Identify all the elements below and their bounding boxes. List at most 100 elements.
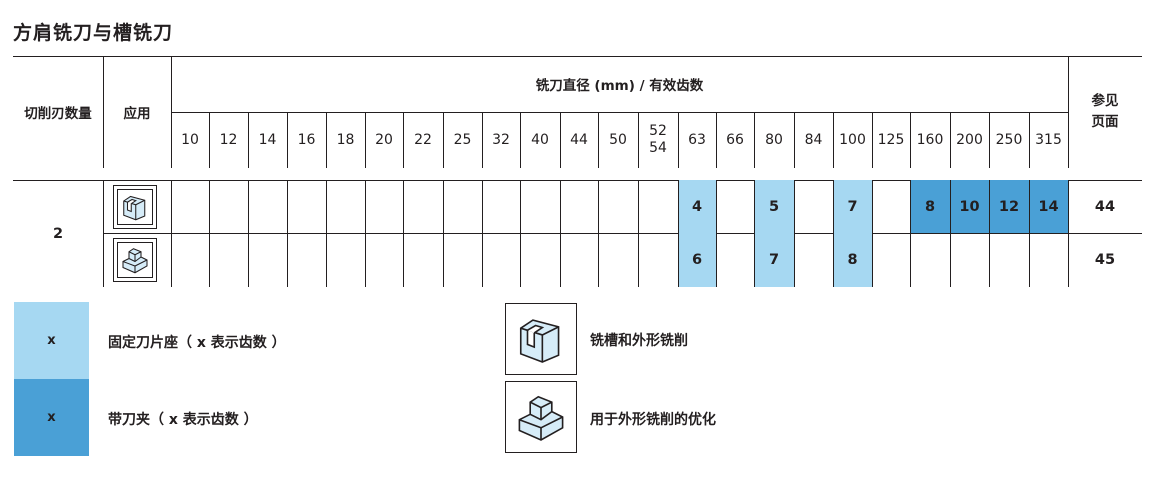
cutting-edges-value: 2: [52, 225, 64, 242]
data-col-divider: [872, 180, 873, 287]
size-header-cell: 10: [181, 131, 199, 148]
teeth-cell-fill: [989, 180, 1029, 233]
data-col-divider: [989, 180, 990, 287]
data-top-border: [13, 180, 1142, 181]
header-col-divider: [171, 56, 172, 168]
size-col-divider: [326, 112, 327, 168]
application-icon-box: [113, 238, 157, 282]
data-col-divider: [287, 180, 288, 287]
size-header-cell: 44: [570, 131, 588, 148]
data-col-divider: [794, 180, 795, 287]
legend-fixed-seat-swatch: x: [14, 302, 89, 379]
size-col-divider: [482, 112, 483, 168]
size-col-divider: [365, 112, 366, 168]
teeth-count-cell: 10: [959, 198, 980, 215]
header-reference-page: 参见页面: [1068, 56, 1142, 168]
application-icon-inner: [117, 242, 153, 278]
header-cutting-edges: 切削刃数量: [24, 106, 92, 122]
teeth-count-cell: 8: [924, 198, 936, 215]
size-header-cell: 12: [219, 131, 238, 148]
size-col-divider: [403, 112, 404, 168]
data-col-divider: [520, 180, 521, 287]
size-header-cell: 160: [916, 131, 944, 148]
size-header-cell: 32: [492, 131, 510, 148]
teeth-cell-fill: [1029, 180, 1068, 233]
size-header-cell: 63: [688, 131, 706, 148]
size-col-divider: [1029, 112, 1030, 168]
size-header-cell: 125: [877, 131, 905, 148]
data-col-divider: [754, 180, 755, 287]
size-col-divider: [989, 112, 990, 168]
size-header-cell: 84: [804, 131, 823, 148]
size-header-cell: 14: [258, 131, 277, 148]
size-col-divider: [638, 112, 639, 168]
legend-slot-profile-icon-box: [505, 303, 577, 375]
profile-milling-icon: [518, 395, 564, 441]
size-col-divider: [678, 112, 679, 168]
data-col-divider: [910, 180, 911, 287]
header-col-divider: [1068, 56, 1069, 168]
teeth-cell-fill: [833, 180, 872, 233]
size-col-divider: [520, 112, 521, 168]
data-col-divider: [326, 180, 327, 287]
teeth-cell-fill: [754, 180, 794, 233]
size-header-cell: 25: [453, 131, 472, 148]
legend-fixed-seat-label: 固定刀片座（ x 表示齿数 ）: [108, 335, 286, 351]
data-col-divider: [950, 180, 951, 287]
teeth-count-cell: 4: [691, 198, 703, 215]
size-header-cell: 200: [956, 131, 983, 148]
size-header-cell: 80: [765, 131, 783, 148]
size-col-divider: [754, 112, 755, 168]
data-col-divider: [638, 180, 639, 287]
size-header-cell: 16: [297, 131, 316, 148]
teeth-cell-fill: [678, 180, 716, 233]
legend-cartridge-label: 带刀夹（ x 表示齿数 ）: [108, 412, 258, 428]
data-col-divider: [248, 180, 249, 287]
legend-cartridge-swatch: x: [14, 379, 89, 456]
data-col-divider: [365, 180, 366, 287]
teeth-cell-fill: [678, 233, 716, 287]
size-header-cell: 100: [839, 131, 866, 148]
size-col-divider: [560, 112, 561, 168]
data-col-divider: [103, 180, 104, 287]
header-application: 应用: [123, 106, 151, 122]
data-col-divider: [443, 180, 444, 287]
data-col-divider: [833, 180, 834, 287]
teeth-cell-fill: [950, 180, 989, 233]
teeth-count-cell: 5: [768, 198, 780, 215]
data-col-divider: [1029, 180, 1030, 287]
page-title: 方肩铣刀与槽铣刀: [13, 22, 174, 44]
data-col-divider: [1068, 180, 1069, 287]
data-col-divider: [403, 180, 404, 287]
profile-milling-icon: [122, 248, 148, 274]
data-col-divider: [598, 180, 599, 287]
shoulder-slot-milling-icon: [123, 195, 146, 220]
shoulder-slot-milling-icon: [519, 319, 560, 363]
reference-page-cell: 45: [1094, 252, 1116, 268]
size-header-cell: 52 54: [649, 123, 667, 156]
header-reference-line1: 参见: [1091, 93, 1119, 109]
size-col-divider: [794, 112, 795, 168]
size-header-cell: 250: [995, 131, 1023, 148]
size-header-cell: 66: [726, 131, 744, 148]
teeth-cell-fill: [833, 233, 872, 287]
size-col-divider: [598, 112, 599, 168]
header-diameter-group: 铣刀直径 (mm) / 有效齿数: [535, 78, 704, 94]
size-col-divider: [872, 112, 873, 168]
size-header-cell: 20: [375, 131, 393, 148]
size-col-divider: [287, 112, 288, 168]
legend-cartridge-symbol: x: [47, 410, 56, 425]
legend-slot-profile-label: 铣槽和外形铣削: [590, 333, 688, 349]
data-col-divider: [482, 180, 483, 287]
table-top-border: [13, 56, 1142, 57]
teeth-count-cell: 7: [847, 198, 858, 215]
size-header-cell: 50: [609, 131, 627, 148]
size-col-divider: [910, 112, 911, 168]
size-col-divider: [833, 112, 834, 168]
header-col-divider: [103, 56, 104, 168]
size-col-divider: [443, 112, 444, 168]
data-col-divider: [171, 180, 172, 287]
teeth-count-cell: 12: [998, 198, 1020, 215]
legend-profile-opt-label: 用于外形铣削的优化: [590, 412, 716, 428]
size-header-cell: 18: [336, 131, 355, 148]
